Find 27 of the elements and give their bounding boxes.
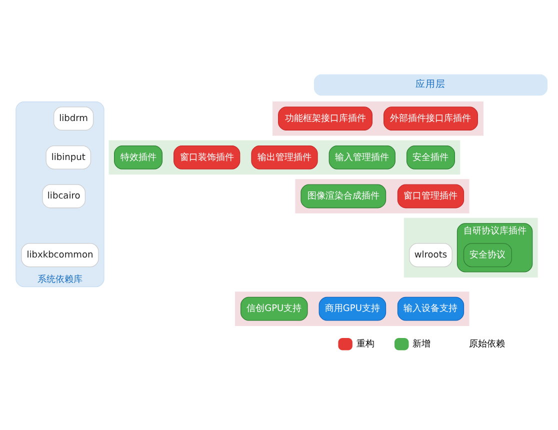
node-box: 输入管理插件 (328, 145, 396, 170)
node-box: 窗口管理插件 (397, 184, 464, 208)
legend-label: 新增 (412, 339, 431, 350)
node-box: libcairo (42, 184, 86, 208)
legend-label: 原始依赖 (468, 339, 505, 350)
node-box: 窗口装饰插件 (174, 145, 240, 170)
node-box: 信创GPU支持 (240, 296, 308, 321)
node-box: libdrm (54, 106, 94, 131)
node-box: libinput (46, 145, 92, 170)
node-box: wlroots (409, 243, 452, 268)
legend-label: 重构 (356, 339, 374, 350)
node-box: 功能框架接口库插件 (278, 106, 372, 131)
node-box: 输出管理插件 (251, 145, 318, 170)
node-box: 外部插件接口库插件 (384, 106, 478, 131)
cluster (235, 292, 470, 326)
node-box: 输入设备支持 (397, 296, 464, 321)
node-box: 安全插件 (406, 145, 455, 170)
node-box: 安全协议 (463, 243, 512, 268)
cluster (272, 101, 484, 136)
node-box: libxkbcommon (21, 243, 99, 268)
node-box: 图像渲染合成插件 (300, 184, 386, 208)
node-box: 应用层 (314, 74, 548, 96)
node-box: 特效插件 (114, 145, 163, 170)
cluster (404, 218, 538, 278)
node-box: 商用GPU支持 (318, 296, 386, 321)
cluster (108, 140, 460, 175)
cluster (295, 179, 470, 214)
